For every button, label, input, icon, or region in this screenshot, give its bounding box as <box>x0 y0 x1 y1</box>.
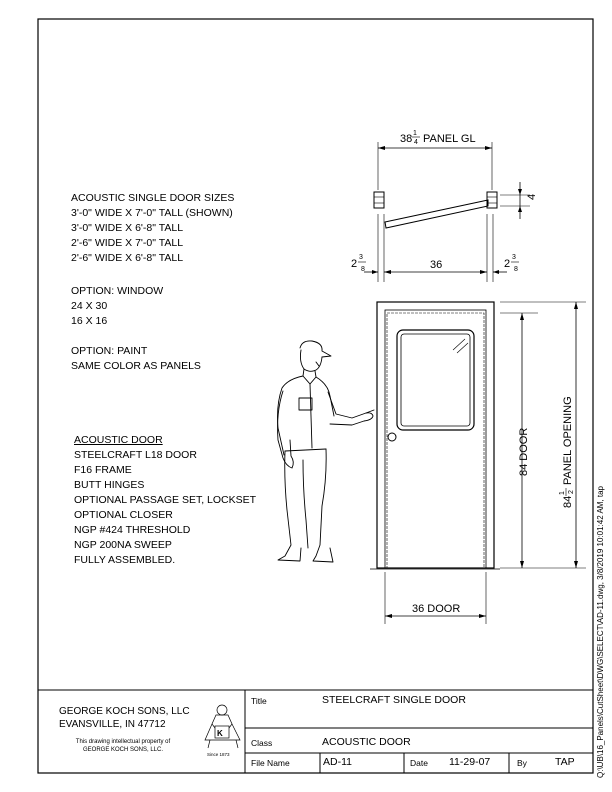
door-spec-block: ACOUSTIC DOOR STEELCRAFT L18 DOOR F16 FR… <box>74 433 256 568</box>
file-path-note: Q:\UB\16_Panels\CutSheet\DWG\SELECT\AD-1… <box>596 485 605 778</box>
door-spec-item: NGP #424 THRESHOLD <box>74 524 191 536</box>
svg-text:84: 84 <box>562 496 574 508</box>
door-spec-heading: ACOUSTIC DOOR <box>74 434 163 446</box>
title-value: STEELCRAFT SINGLE DOOR <box>322 694 466 706</box>
door-height-label: 84 DOOR <box>518 428 530 476</box>
class-value: ACOUSTIC DOOR <box>322 736 411 748</box>
paint-heading: OPTION: PAINT <box>71 345 148 357</box>
window-heading: OPTION: WINDOW <box>71 285 164 297</box>
koch-logo-icon: K <box>204 704 241 749</box>
door-spec-item: BUTT HINGES <box>74 479 145 491</box>
size-item: 2'-6" WIDE X 7'-0" TALL <box>71 237 184 249</box>
window-item: 16 X 16 <box>71 315 108 327</box>
ip-notice-line1: This drawing intellectual property of <box>75 739 171 745</box>
title-label: Title <box>251 696 267 706</box>
paint-item: SAME COLOR AS PANELS <box>71 360 201 372</box>
door-spec-item: OPTIONAL PASSAGE SET, LOCKSET <box>74 494 257 506</box>
door-spec-item: FULLY ASSEMBLED. <box>74 554 176 566</box>
ip-notice-line2: GEORGE KOCH SONS, LLC. <box>82 747 164 753</box>
sizes-heading: ACOUSTIC SINGLE DOOR SIZES <box>71 192 235 204</box>
sizes-block: ACOUSTIC SINGLE DOOR SIZES 3'-0" WIDE X … <box>71 191 234 266</box>
opening-label: 36 <box>430 259 442 271</box>
svg-text:1: 1 <box>413 130 417 137</box>
file-name-label: File Name <box>251 758 290 768</box>
door-spec-item: STEELCRAFT L18 DOOR <box>74 449 197 461</box>
class-label: Class <box>251 738 273 748</box>
date-label: Date <box>410 758 428 768</box>
sheet-border <box>37 18 594 774</box>
by-value: TAP <box>555 756 575 768</box>
window-block: OPTION: WINDOW 24 X 30 16 X 16 <box>71 284 163 329</box>
panel-opening-label: 84 1 2 PANEL OPENING <box>559 396 575 508</box>
svg-text:4: 4 <box>414 139 418 146</box>
title-block-grid <box>38 689 593 773</box>
svg-text:8: 8 <box>514 266 518 273</box>
door-elevation <box>370 301 586 624</box>
size-item: 2'-6" WIDE X 6'-8" TALL <box>71 252 184 264</box>
window-item: 24 X 30 <box>71 300 108 312</box>
right-jamb-label: 2 3 8 <box>504 254 519 273</box>
door-width-label: 36 DOOR <box>412 603 460 615</box>
door-spec-item: F16 FRAME <box>74 464 132 476</box>
svg-text:2: 2 <box>568 490 575 494</box>
svg-text:PANEL OPENING: PANEL OPENING <box>562 396 574 485</box>
size-item: 3'-0" WIDE X 6'-8" TALL <box>71 222 184 234</box>
since-text: Since 1873 <box>207 752 230 757</box>
svg-text:38: 38 <box>400 133 412 145</box>
svg-text:K: K <box>217 729 223 738</box>
file-name-value: AD-11 <box>323 756 352 768</box>
svg-text:2: 2 <box>351 258 357 270</box>
company-name: GEORGE KOCH SONS, LLC <box>59 706 190 717</box>
company-city: EVANSVILLE, IN 47712 <box>59 719 166 730</box>
plan-view <box>364 142 530 282</box>
svg-text:2: 2 <box>504 258 510 270</box>
paint-block: OPTION: PAINT SAME COLOR AS PANELS <box>71 344 201 374</box>
door-spec-item: OPTIONAL CLOSER <box>74 509 173 521</box>
frame-depth-label: 4 <box>526 194 538 200</box>
date-value: 11-29-07 <box>449 756 491 768</box>
svg-text:1: 1 <box>559 491 566 495</box>
by-label: By <box>517 758 527 768</box>
svg-text:3: 3 <box>512 254 516 261</box>
panel-width-label: 38 1 4 PANEL GL <box>400 130 476 146</box>
left-jamb-label: 2 3 8 <box>351 254 366 273</box>
person-figure <box>277 340 375 563</box>
door-spec-item: NGP 200NA SWEEP <box>74 539 172 551</box>
svg-text:8: 8 <box>361 266 365 273</box>
svg-text:PANEL GL: PANEL GL <box>423 133 476 145</box>
size-item: 3'-0" WIDE X 7'-0" TALL (SHOWN) <box>71 207 233 219</box>
svg-text:3: 3 <box>359 254 363 261</box>
